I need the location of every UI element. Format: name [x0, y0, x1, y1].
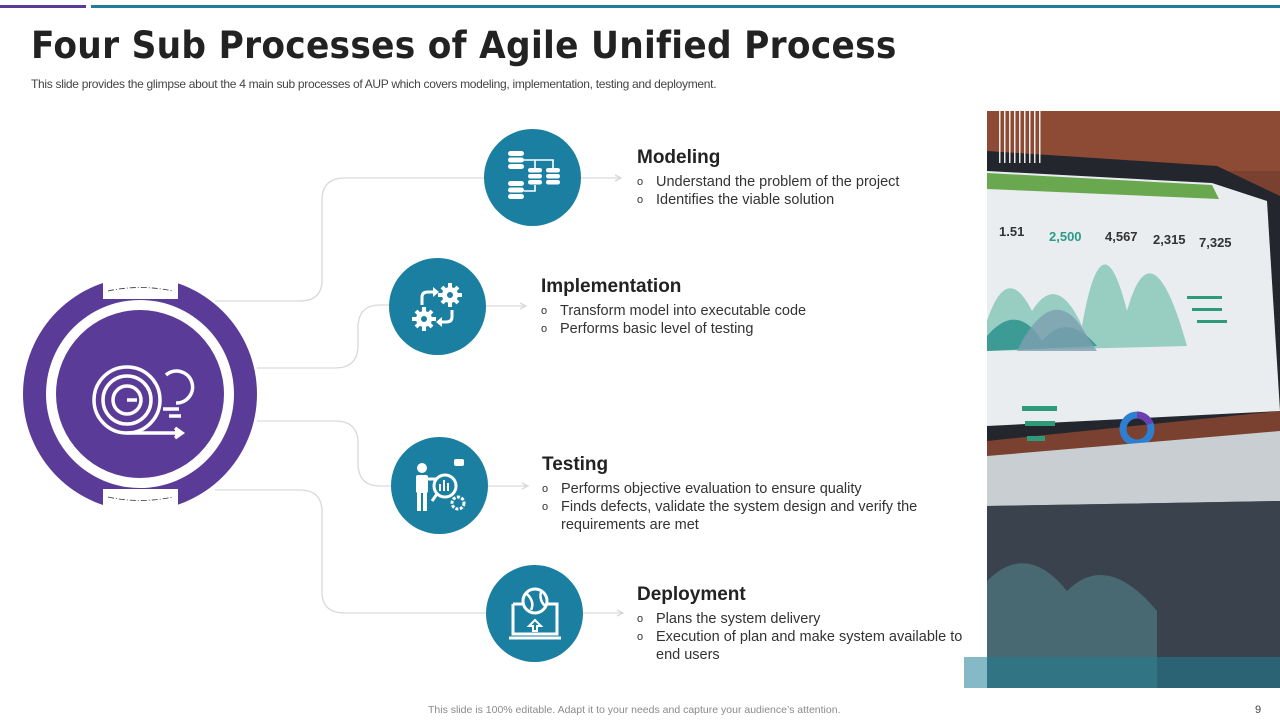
process-bullet: Plans the system delivery — [637, 610, 977, 628]
process-bullet: Understand the problem of the project — [637, 173, 899, 191]
decorative-stripes — [999, 93, 1041, 163]
process-title: Modeling — [637, 147, 721, 168]
process-bullet: Performs objective evaluation to ensure … — [542, 480, 942, 498]
top-accent-bar-purple — [0, 5, 86, 8]
process-bullet: Finds defects, validate the system desig… — [542, 498, 942, 534]
presenter-analysis-icon — [415, 458, 465, 511]
slide-subtitle: This slide provides the glimpse about th… — [31, 77, 717, 91]
laptop-dashboard-photo: 1.51 2,500 4,567 2,315 7,325 — [987, 111, 1280, 688]
database-hierarchy-icon — [507, 150, 560, 199]
modeling-node — [484, 129, 581, 226]
process-bullet: Performs basic level of testing — [541, 320, 806, 338]
slide-title: Four Sub Processes of Agile Unified Proc… — [31, 24, 897, 67]
process-testing: Testing Performs objective evaluation to… — [542, 454, 942, 534]
process-bullet: Transform model into executable code — [541, 302, 806, 320]
process-modeling: Modeling Understand the problem of the p… — [637, 147, 899, 209]
process-implementation: Implementation Transform model into exec… — [541, 276, 806, 338]
svg-text:2,500: 2,500 — [1049, 229, 1082, 244]
decorative-teal-block — [964, 657, 1280, 688]
testing-node — [391, 437, 488, 534]
deployment-node — [486, 565, 583, 662]
page-number: 9 — [1255, 704, 1262, 716]
process-title: Implementation — [541, 276, 682, 297]
footer-note: This slide is 100% editable. Adapt it to… — [428, 704, 841, 716]
agile-cycle-gear-icon — [92, 365, 195, 440]
process-title: Testing — [542, 454, 609, 475]
connector-lines — [215, 174, 625, 617]
process-deployment: Deployment Plans the system delivery Exe… — [637, 584, 977, 664]
svg-text:2,315: 2,315 — [1153, 232, 1186, 247]
process-title: Deployment — [637, 584, 746, 605]
svg-text:1.51: 1.51 — [999, 224, 1024, 239]
svg-text:4,567: 4,567 — [1105, 229, 1138, 244]
gears-cycle-icon — [411, 282, 462, 331]
hub-circle — [23, 277, 257, 511]
laptop-globe-upload-icon — [508, 587, 561, 639]
process-bullet: Execution of plan and make system availa… — [637, 628, 977, 664]
svg-text:7,325: 7,325 — [1199, 235, 1232, 250]
top-accent-bar-teal — [91, 5, 1280, 8]
process-bullet: Identifies the viable solution — [637, 191, 899, 209]
implementation-node — [389, 258, 486, 355]
